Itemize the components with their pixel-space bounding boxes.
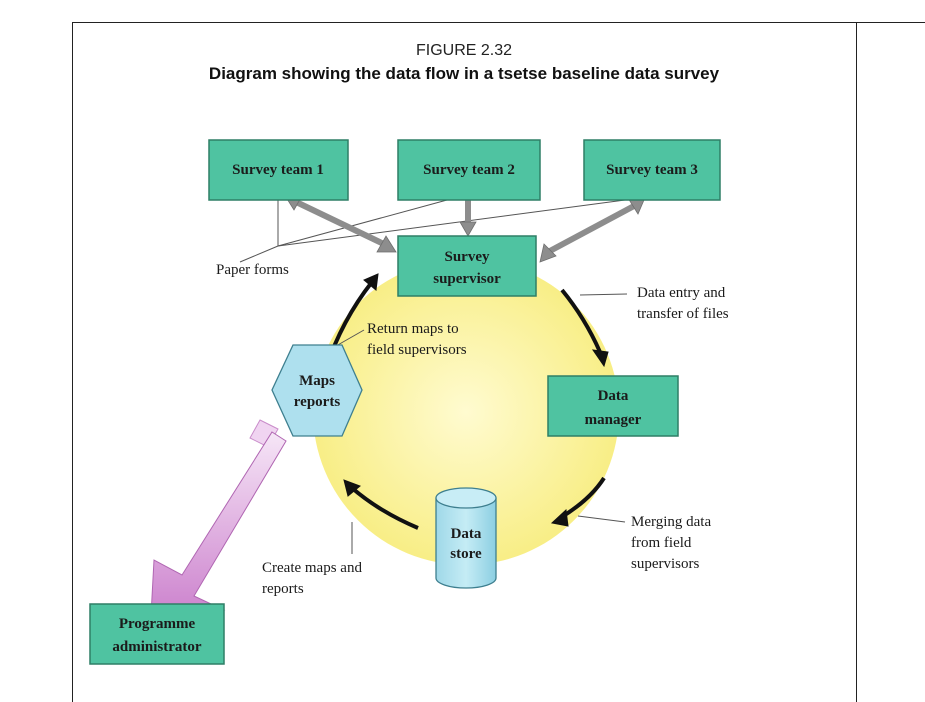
maps-reports-label-line1: Maps bbox=[299, 373, 335, 389]
manager-to-store-arrow bbox=[550, 476, 606, 527]
survey-team-2-label: Survey team 2 bbox=[423, 162, 515, 178]
data-flow-diagram: Survey team 1 Survey team 2 Survey team … bbox=[89, 139, 729, 665]
create-maps-annotation-line2: reports bbox=[262, 581, 304, 597]
data-manager-label-line1: Data bbox=[598, 388, 629, 404]
cycle-arrows bbox=[324, 273, 609, 530]
survey-team-1-box: Survey team 1 bbox=[208, 139, 349, 201]
data-entry-annotation-line1: Data entry and bbox=[637, 285, 726, 301]
survey-supervisor-box: Survey supervisor bbox=[397, 235, 537, 297]
paper-form-lines bbox=[239, 199, 626, 263]
figure-label: FIGURE 2.32 bbox=[415, 42, 513, 59]
data-store-label-line1: Data bbox=[451, 526, 482, 542]
annotation-leader-lines bbox=[335, 293, 628, 554]
figure-frame-top bbox=[72, 22, 925, 23]
supervisor-to-manager-arrow bbox=[560, 288, 609, 368]
merging-data-annotation-line2: from field bbox=[631, 535, 692, 551]
data-store-cylinder: Data store bbox=[435, 487, 497, 589]
store-to-maps-arrow bbox=[343, 479, 419, 530]
figure-title: Diagram showing the data flow in a tsets… bbox=[208, 64, 720, 83]
data-entry-annotation-line2: transfer of files bbox=[637, 306, 729, 322]
merging-data-annotation-line3: supervisors bbox=[631, 556, 699, 572]
data-manager-box: Data manager bbox=[547, 375, 679, 437]
survey-team-2-box: Survey team 2 bbox=[397, 139, 541, 201]
survey-team-3-box: Survey team 3 bbox=[583, 139, 721, 201]
return-maps-annotation-line1: Return maps to bbox=[367, 321, 459, 337]
programme-administrator-label-line2: administrator bbox=[112, 639, 202, 655]
create-maps-annotation-line1: Create maps and bbox=[262, 560, 362, 576]
survey-supervisor-label-line2: supervisor bbox=[433, 271, 501, 287]
process-cycle bbox=[313, 259, 619, 565]
figure-frame-right bbox=[856, 22, 857, 702]
team3-supervisor-double-arrow bbox=[539, 197, 645, 263]
survey-team-1-label: Survey team 1 bbox=[232, 162, 324, 178]
data-store-label-line2: store bbox=[450, 546, 482, 562]
data-manager-label-line2: manager bbox=[585, 412, 642, 428]
programme-administrator-box: Programme administrator bbox=[89, 603, 225, 665]
figure-frame-left bbox=[72, 22, 73, 702]
programme-administrator-label-line1: Programme bbox=[119, 616, 196, 632]
survey-team-3-label: Survey team 3 bbox=[606, 162, 698, 178]
return-maps-annotation-line2: field supervisors bbox=[367, 342, 467, 358]
big-arrow-to-administrator bbox=[149, 419, 287, 635]
maps-reports-label-line2: reports bbox=[294, 394, 341, 410]
merging-data-annotation-line1: Merging data bbox=[631, 514, 711, 530]
maps-reports-hexagon: Maps reports bbox=[271, 344, 363, 437]
survey-supervisor-label-line1: Survey bbox=[445, 249, 491, 265]
paper-forms-annotation: Paper forms bbox=[216, 262, 289, 278]
